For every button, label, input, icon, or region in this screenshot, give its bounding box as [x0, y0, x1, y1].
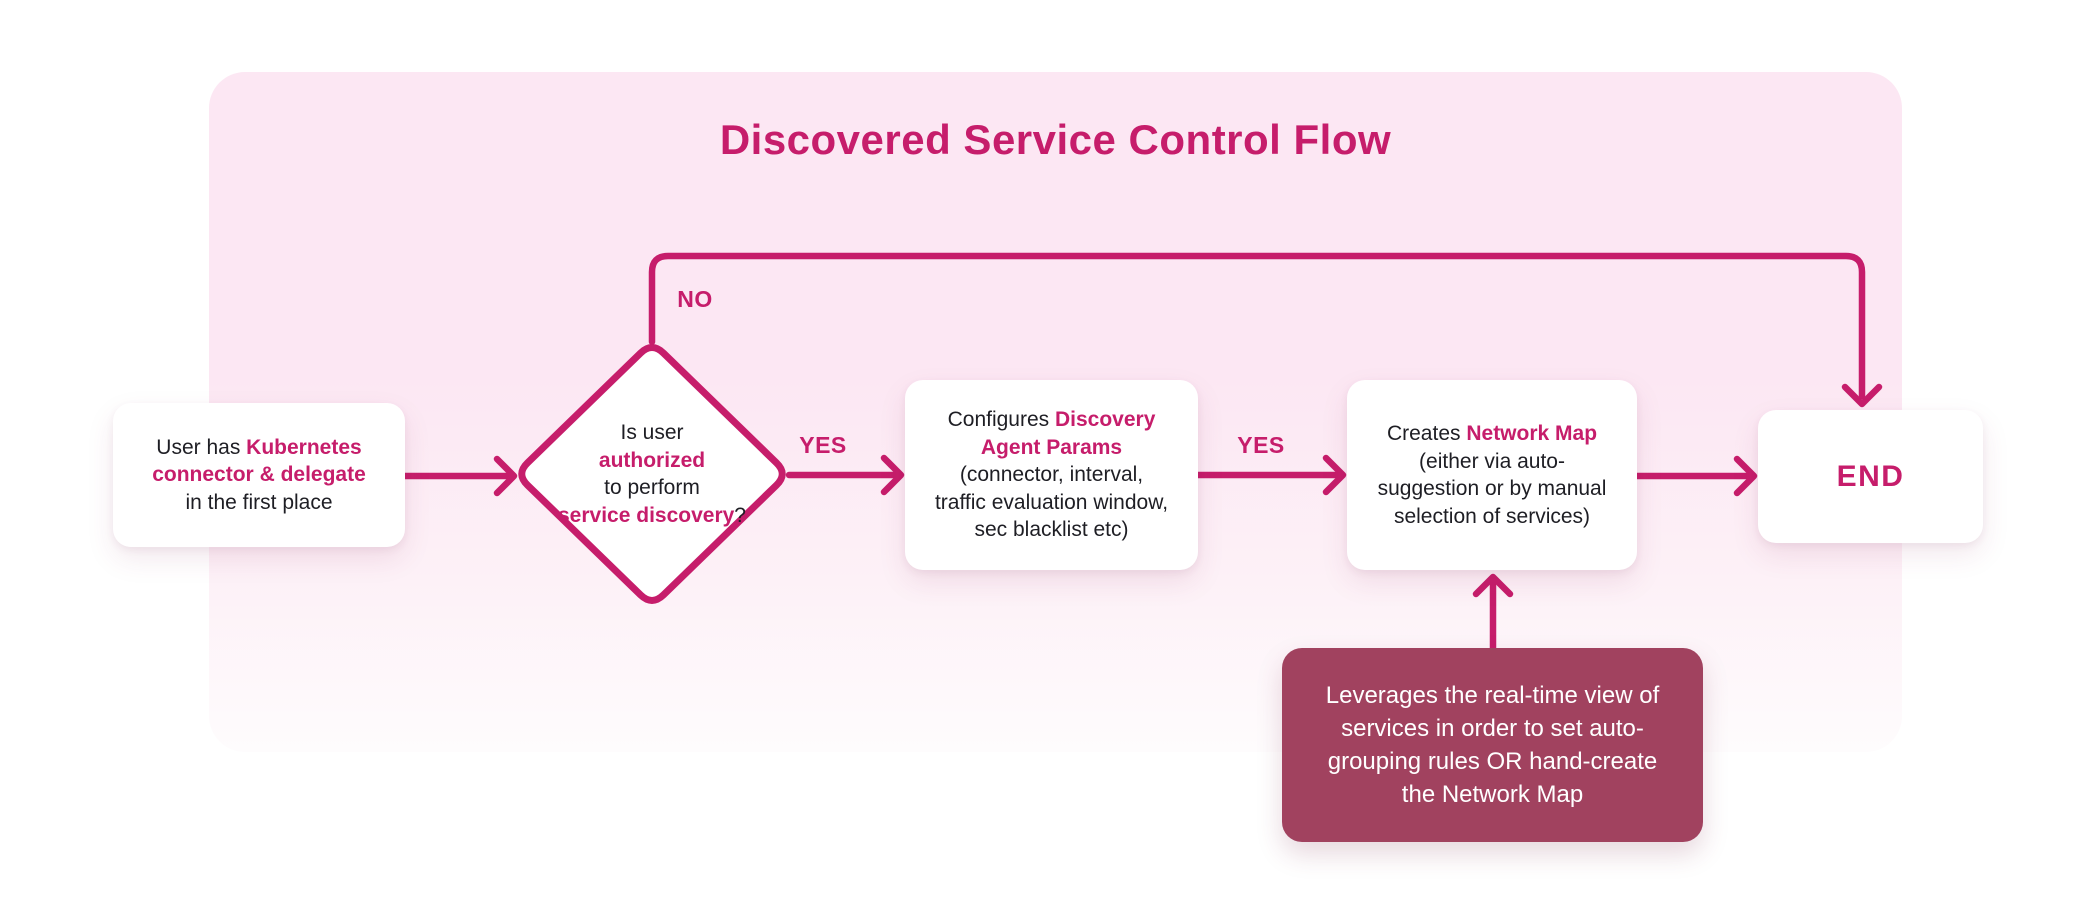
decision-diamond-shape	[518, 344, 786, 604]
create-network-map-text: Creates Network Map(either via auto-sugg…	[1377, 422, 1607, 528]
edge-label-yes-configured: YES	[1237, 432, 1285, 458]
edge-start-arrowhead-icon	[493, 455, 518, 497]
edge-label-no: NO	[677, 286, 713, 312]
end-node-label: END	[1836, 459, 1905, 493]
edge-note-arrowhead-icon	[1472, 573, 1514, 598]
edge-label-yes-authorized: YES	[799, 432, 847, 458]
edge-end-arrowhead-icon	[1733, 455, 1758, 497]
end-node: END	[1758, 410, 1983, 543]
edge-create-arrowhead-icon	[1322, 454, 1347, 496]
edge-configure-arrowhead-icon	[880, 454, 905, 496]
create-network-map-node: Creates Network Map(either via auto-sugg…	[1347, 380, 1637, 570]
edge-no-arrowhead-icon	[1841, 383, 1883, 408]
edge-no-path	[648, 252, 1866, 400]
page-title: Discovered Service Control Flow	[719, 116, 1392, 163]
